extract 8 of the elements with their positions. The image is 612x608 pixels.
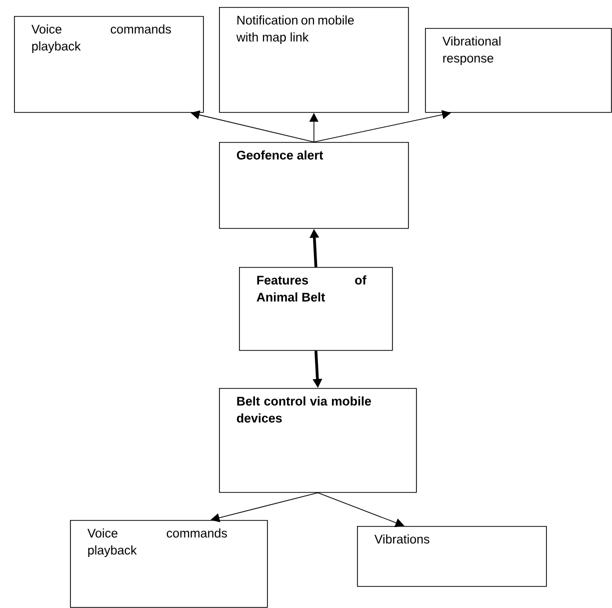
process-box: Features of Animal Belt — [239, 267, 393, 351]
process-box: Geofence alert — [219, 142, 409, 229]
process-box: Belt control via mobile devices — [219, 388, 417, 493]
process-box: Vibrational response — [425, 28, 612, 113]
process-box: Notification on mobile with map link — [219, 7, 409, 113]
process-box: Voice commands playback — [70, 520, 268, 608]
process-box: Vibrations — [357, 526, 547, 587]
process-box: Voice commands playback — [14, 16, 204, 113]
